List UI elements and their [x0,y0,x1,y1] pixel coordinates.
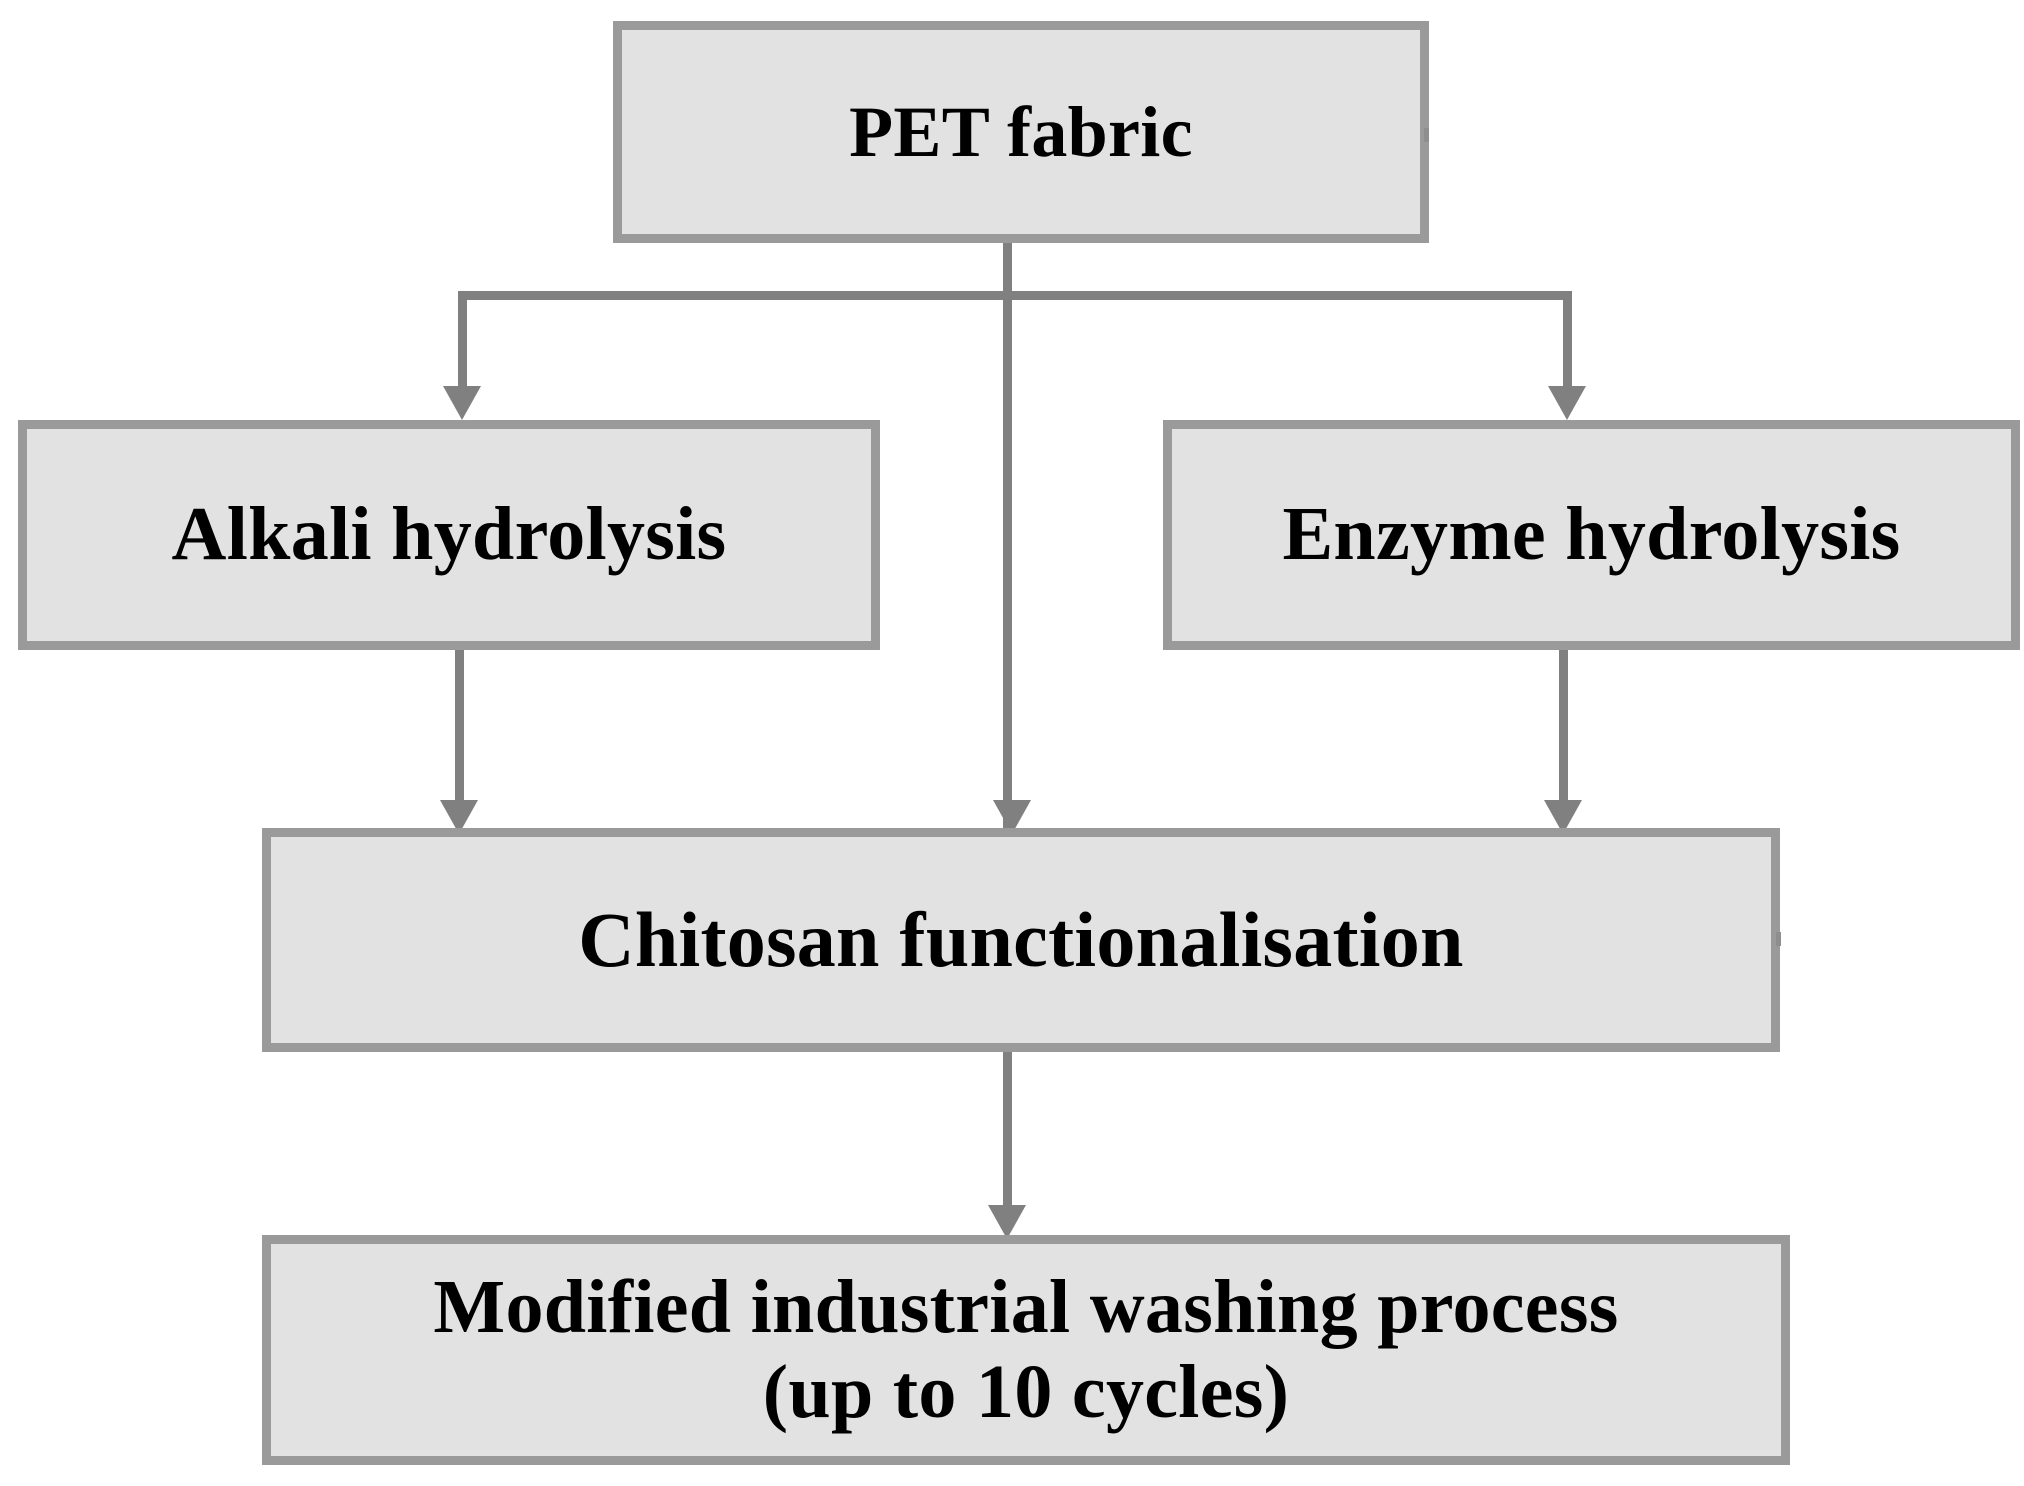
connector-pet-to-alkali [458,291,467,388]
connector-enzyme-to-chitosan [1559,650,1568,802]
connector-chitosan-to-washing [1003,1052,1012,1208]
node-chitosan-functionalisation: Chitosan functionalisation [262,828,1780,1052]
connector-alkali-to-chitosan [455,650,464,802]
node-pet-fabric: PET fabric [613,21,1429,243]
node-washing-process: Modified industrial washing process (up … [262,1235,1790,1465]
node-enzyme-hydrolysis-label: Enzyme hydrolysis [1282,492,1901,577]
node-washing-process-label: Modified industrial washing process (up … [433,1264,1619,1434]
node-enzyme-hydrolysis: Enzyme hydrolysis [1163,420,2020,650]
node-alkali-hydrolysis-label: Alkali hydrolysis [171,492,727,577]
connector-split-bar [458,291,1572,300]
arrowhead-pet-to-enzyme [1548,386,1586,420]
scan-tick-mark [1776,932,1781,946]
node-alkali-hydrolysis: Alkali hydrolysis [18,420,880,650]
arrowhead-pet-to-alkali [443,386,481,420]
node-chitosan-functionalisation-label: Chitosan functionalisation [578,896,1464,984]
connector-pet-to-enzyme [1563,291,1572,388]
node-pet-fabric-label: PET fabric [849,91,1193,172]
arrowhead-chitosan-to-washing [988,1205,1026,1239]
scan-tick-mark [1424,128,1429,142]
connector-pet-to-chitosan-stem [1003,243,1012,835]
